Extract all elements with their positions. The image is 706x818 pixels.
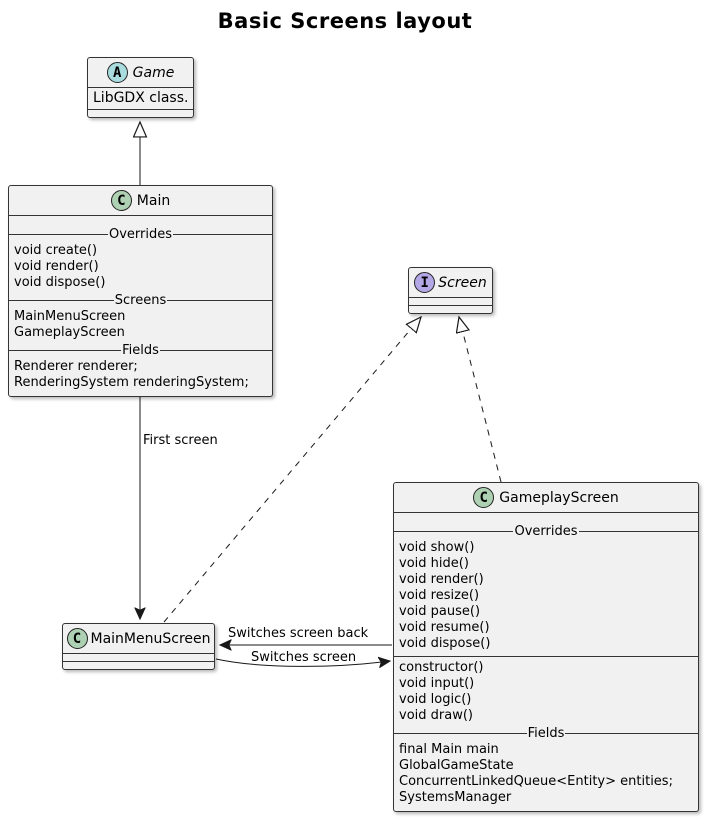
member-row: void hide(): [399, 556, 469, 571]
class-name-game: Game: [132, 64, 175, 81]
member-row: void resume(): [399, 620, 490, 635]
class-icon: C: [66, 628, 88, 649]
empty-compartment: [409, 306, 492, 313]
edge-label-switches-screen: Switches screen: [251, 650, 357, 665]
member-row: void render(): [399, 572, 484, 587]
member-row: Renderer renderer;: [14, 359, 138, 374]
member-row: void dispose(): [399, 636, 491, 651]
member-row: void pause(): [399, 604, 481, 619]
member-row: GameplayScreen: [14, 325, 125, 340]
member-row: void create(): [14, 243, 98, 258]
empty-compartment: [63, 654, 214, 662]
interface-icon: I: [414, 272, 436, 293]
class-body-gameplayscreen: Overrides void show() void hide() void r…: [394, 513, 698, 811]
member-row: SystemsManager: [399, 790, 512, 805]
edge-label-first-screen: First screen: [143, 433, 218, 448]
abstract-icon: A: [106, 62, 128, 83]
section-separator-screens: Screens: [9, 293, 272, 308]
member-row: void input(): [399, 676, 475, 691]
member-row: final Main main: [399, 742, 499, 757]
interface-name-screen: Screen: [438, 274, 487, 291]
member-row: GlobalGameState: [399, 758, 514, 773]
member-row: RenderingSystem renderingSystem;: [14, 375, 249, 390]
member-row: MainMenuScreen: [14, 309, 126, 324]
member-row: void draw(): [399, 708, 473, 723]
diagram-title: Basic Screens layout: [217, 9, 473, 33]
member-row: ConcurrentLinkedQueue<Entity> entities;: [399, 774, 673, 789]
member-row: void logic(): [399, 692, 472, 707]
section-separator-fields: Fields: [394, 726, 698, 741]
realizes-arrow-gameplayscreen-to-screen: [459, 317, 502, 483]
class-name-gameplayscreen: GameplayScreen: [499, 489, 619, 506]
class-box-main: C Main Overrides void create() void rend…: [8, 185, 273, 397]
empty-compartment: [409, 298, 492, 306]
class-box-gameplayscreen: C GameplayScreen Overrides void show() v…: [393, 482, 699, 812]
section-separator-overrides: Overrides: [394, 524, 698, 539]
class-icon: C: [473, 487, 495, 508]
edge-label-switches-screen-back: Switches screen back: [228, 626, 369, 641]
member-row: void render(): [14, 259, 99, 274]
member-row: constructor(): [399, 660, 484, 675]
interface-box-screen: I Screen: [408, 267, 493, 314]
section-separator-overrides: Overrides: [9, 227, 272, 242]
class-header-gameplayscreen: C GameplayScreen: [394, 483, 698, 513]
class-name-main: Main: [136, 192, 171, 209]
class-header-mainmenuscreen: C MainMenuScreen: [63, 624, 214, 654]
class-box-mainmenuscreen: C MainMenuScreen: [62, 623, 215, 670]
class-box-game: A Game LibGDX class.: [87, 57, 194, 118]
class-body-main: Overrides void create() void render() vo…: [9, 216, 272, 396]
empty-compartment: [88, 110, 193, 117]
member-row: void dispose(): [14, 275, 106, 290]
member-row: void show(): [399, 540, 475, 555]
empty-compartment: [63, 662, 214, 669]
section-separator-fields: Fields: [9, 343, 272, 358]
class-icon: C: [110, 190, 132, 211]
section-separator-plain: [394, 656, 698, 657]
member-row: void resize(): [399, 588, 480, 603]
interface-header-screen: I Screen: [409, 268, 492, 298]
class-name-mainmenuscreen: MainMenuScreen: [90, 630, 211, 647]
class-header-game: A Game: [88, 58, 193, 88]
game-note-row: LibGDX class.: [88, 88, 193, 110]
class-header-main: C Main: [9, 186, 272, 216]
